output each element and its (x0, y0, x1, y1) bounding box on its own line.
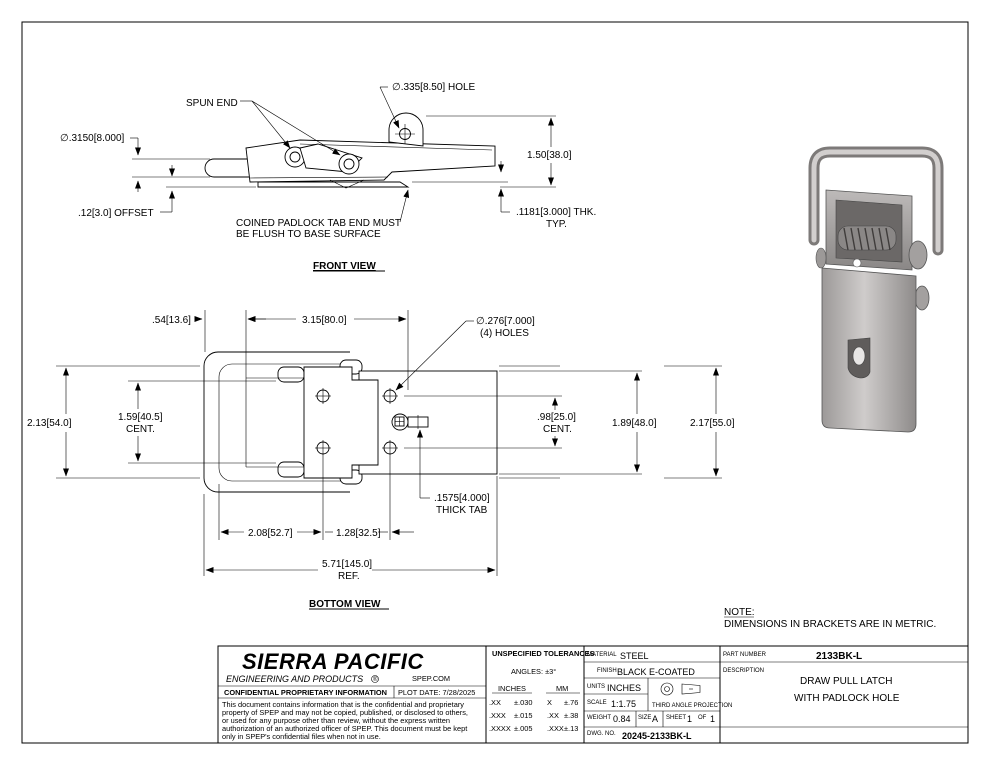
mount-hole (315, 440, 331, 456)
finish-label: FINISH (597, 668, 617, 674)
scale-label: SCALE (587, 700, 607, 706)
projection-label: THIRD ANGLE PROJECTION (652, 703, 732, 709)
tab-dim-2: THICK TAB (436, 505, 488, 516)
front-view: SPUN END ∅.335[8.50] HOLE ∅.3150[8.000] … (60, 82, 596, 272)
dim-159: 1.59[40.5] (118, 412, 163, 423)
dim-098: .98[25.0] (537, 412, 576, 423)
title-block: SIERRA PACIFIC ENGINEERING AND PRODUCTS … (217, 645, 969, 744)
description-line-1: DRAW PULL LATCH (800, 676, 892, 687)
company-logo: SIERRA PACIFIC (242, 649, 424, 674)
units-value: INCHES (607, 683, 641, 693)
dim-315: 3.15[80.0] (302, 315, 347, 326)
sheet-value: 1 (687, 714, 692, 724)
dim-054: .54[13.6] (152, 315, 191, 326)
units-label: UNITS (587, 684, 605, 690)
dwg-label: DWG. NO. (587, 731, 616, 737)
front-view-title: FRONT VIEW (313, 261, 376, 272)
front-hole-dim: ∅.335[8.50] HOLE (392, 82, 476, 93)
third-angle-projection-icon (660, 682, 701, 696)
size-value: A (652, 714, 658, 724)
finish-value: BLACK E-COATED (617, 667, 695, 677)
inches-header: INCHES (498, 684, 526, 693)
confidential-line: This document contains information that … (222, 700, 464, 709)
tol-in-val: ±.015 (514, 711, 532, 720)
description-label: DESCRIPTION (723, 668, 764, 674)
confidential-line: only in SPEP's confidential files when n… (222, 732, 381, 741)
holes-dim-2: (4) HOLES (480, 328, 529, 339)
pin-dia-dim: ∅.3150[8.000] (60, 133, 125, 144)
cent-b: CENT. (543, 424, 572, 435)
tab-dim-1: .1575[4.000] (434, 493, 490, 504)
confidential-line: authorization of an authorized officer o… (222, 724, 467, 733)
coined-note-2: BE FLUSH TO BASE SURFACE (236, 229, 381, 240)
thk-dim: .1181[3.000] THK. (516, 207, 596, 218)
mount-hole (315, 388, 331, 404)
tol-in-fmt: .XXXX (489, 724, 511, 733)
of-label: OF (698, 715, 707, 721)
description-line-2: WITH PADLOCK HOLE (794, 693, 900, 704)
dwg-number: 20245-2133BK-L (622, 731, 692, 741)
coined-note-1: COINED PADLOCK TAB END MUST (236, 218, 401, 229)
note-text: DIMENSIONS IN BRACKETS ARE IN METRIC. (724, 619, 936, 630)
confidential-line: property of SPEP and may not be copied, … (222, 708, 468, 717)
spring (837, 225, 897, 251)
weight-value: 0.84 (613, 714, 631, 724)
tol-in-fmt: .XXX (489, 711, 506, 720)
mm-header: MM (556, 684, 568, 693)
tol-mm-val: ±.13 (564, 724, 578, 733)
bottom-view: .54[13.6] 3.15[80.0] ∅.276[7.000] (4) HO… (27, 310, 735, 610)
bottom-view-title: BOTTOM VIEW (309, 599, 381, 610)
plot-date: PLOT DATE: 7/28/2025 (398, 688, 475, 697)
note-heading: NOTE: (724, 607, 755, 618)
part-number-label: PART NUMBER (723, 652, 767, 658)
size-label: SIZE (638, 715, 651, 721)
dim-217: 2.17[55.0] (690, 418, 735, 429)
company-subtitle: ENGINEERING AND PRODUCTS (226, 674, 363, 684)
part-number: 2133BK-L (816, 651, 862, 662)
dim-189: 1.89[48.0] (612, 418, 657, 429)
dim-208: 2.08[52.7] (248, 528, 293, 539)
dim-571: 5.71[145.0] (322, 559, 372, 570)
holes-dim-1: ∅.276[7.000] (476, 316, 535, 327)
confidential-label: CONFIDENTIAL PROPRIETARY INFORMATION (224, 688, 387, 697)
website: SPEP.COM (412, 674, 450, 683)
registered-mark: ® (373, 676, 378, 683)
mount-hole (382, 440, 398, 456)
tolerances-label: UNSPECIFIED TOLERANCES (492, 649, 595, 658)
confidential-line: or used for any purpose other than revie… (222, 716, 450, 725)
material-label: MATERIAL (587, 652, 617, 658)
height-dim: 1.50[38.0] (527, 150, 572, 161)
tol-mm-fmt: .XX (547, 711, 559, 720)
ref-label: REF. (338, 571, 360, 582)
material-value: STEEL (620, 651, 649, 661)
isometric-view (808, 146, 944, 433)
angles: ANGLES: ±3° (511, 667, 556, 676)
scale-value: 1:1.75 (611, 699, 636, 709)
tol-mm-val: ±.76 (564, 698, 578, 707)
tol-mm-fmt: X (547, 698, 552, 707)
spun-end-label: SPUN END (186, 98, 238, 109)
offset-dim: .12[3.0] OFFSET (78, 208, 154, 219)
dim-128: 1.28[32.5] (336, 528, 381, 539)
tol-in-val: ±.030 (514, 698, 532, 707)
tol-in-fmt: .XX (489, 698, 501, 707)
sheet-total: 1 (710, 714, 715, 724)
thk-typ: TYP. (546, 219, 567, 230)
sheet-label: SHEET (666, 715, 686, 721)
cent-a: CENT. (126, 424, 155, 435)
dim-213: 2.13[54.0] (27, 418, 72, 429)
weight-label: WEIGHT (587, 715, 611, 721)
tol-in-val: ±.005 (514, 724, 532, 733)
mount-hole (382, 388, 398, 404)
tol-mm-val: ±.38 (564, 711, 578, 720)
tol-mm-fmt: .XXX (547, 724, 564, 733)
